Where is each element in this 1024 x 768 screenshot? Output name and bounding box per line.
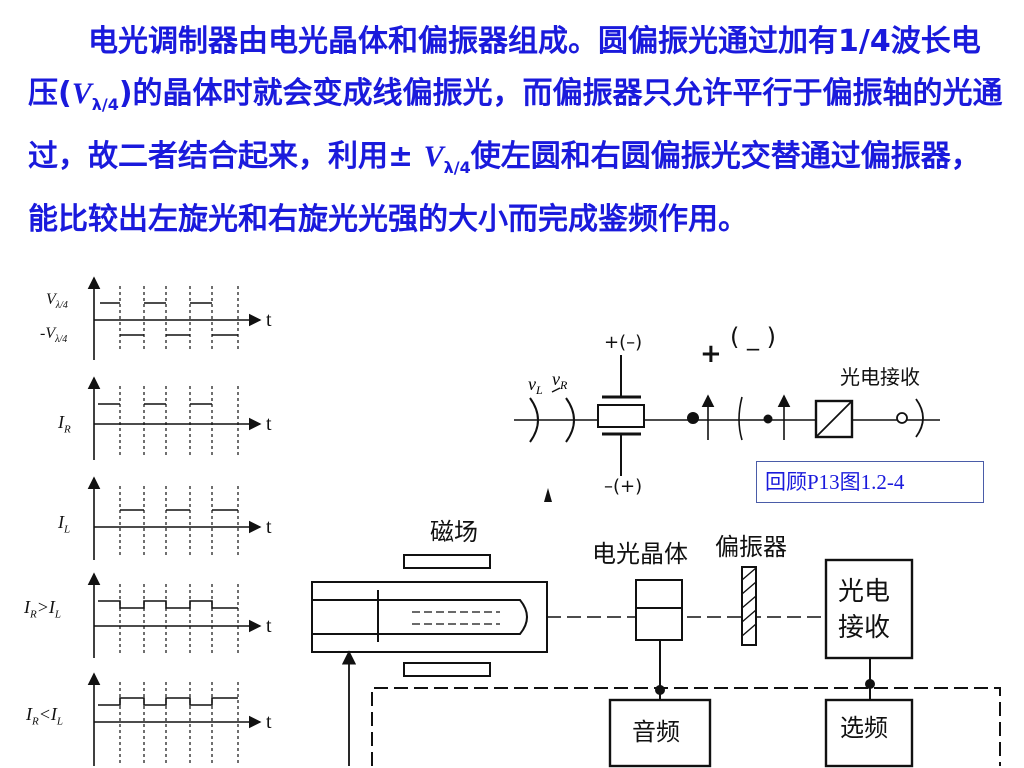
wave1-signal (100, 302, 238, 336)
reference-box: 回顾P13图1.2-4 (756, 461, 984, 503)
waveform-il (87, 476, 262, 560)
label-top-sign: +(–) (604, 332, 642, 353)
label-receiver-1: 光电 (838, 577, 890, 607)
audio-box (608, 698, 712, 768)
laser-tube-outer (311, 581, 548, 653)
wavefront-right (565, 397, 575, 443)
t-label-5: t (266, 711, 272, 733)
waveform-voltage (87, 276, 262, 360)
label-receiver-top: 光电接收 (840, 365, 920, 389)
schematic-top (514, 355, 940, 502)
wave4-signal (98, 600, 238, 609)
label-ir-lt-il: IR<IL (26, 704, 64, 728)
t-label-1: t (266, 309, 272, 331)
label-v-pos: Vλ/4 (46, 291, 68, 312)
para-v1-sub: λ/4 (91, 95, 119, 114)
label-polarizer: 偏振器 (715, 533, 787, 561)
label-receiver-2: 接收 (838, 613, 890, 643)
label-ir: IR (58, 412, 71, 436)
waveform-ir (87, 376, 262, 460)
label-crystal: 电光晶体 (592, 540, 688, 568)
eo-crystal-box (635, 579, 683, 641)
select-freq-box (824, 698, 914, 768)
laser-tube-inner (312, 599, 528, 635)
t-label-2: t (266, 413, 272, 435)
feedback-loop-dashed (371, 687, 1001, 766)
label-v-neg: -Vλ/4 (40, 325, 68, 346)
para-v1: V (71, 77, 92, 110)
para-s4: 使左圆和右圆偏振光交替通过偏振器，能比较出左旋光和右旋光光强的大小而完成鉴频作用… (28, 139, 981, 237)
detector-box (824, 558, 914, 660)
para-v2: V (423, 140, 444, 173)
para-s3: )的晶体时就会变成线偏振光，而偏振器只允许平行于偏振轴的光通过，故二者结合起来，… (28, 76, 1003, 174)
polarizer-plate (741, 566, 757, 646)
label-il: IL (58, 512, 71, 536)
para-s2: 波长电压( (28, 24, 981, 111)
label-select: 选频 (840, 714, 888, 742)
label-plus: + (700, 339, 722, 369)
description-paragraph: 电光调制器由电光晶体和偏振器组成。圆偏振光通过加有1/4波长电压(Vλ/4)的晶… (28, 16, 1003, 246)
schematic-bottom (311, 554, 1001, 768)
label-ir-gt-il: IR>IL (24, 597, 62, 621)
t-label-3: t (266, 516, 272, 538)
magnet-top (403, 554, 491, 569)
para-s1: 电光调制器由电光晶体和偏振器组成。圆偏振光通过加有 (88, 24, 838, 59)
wave1-gridlines (119, 286, 239, 352)
wave5-signal (98, 697, 238, 706)
magnet-bottom (403, 662, 491, 677)
detector-dot (896, 412, 908, 424)
crystal-box-top (597, 404, 645, 428)
label-paren: ( _ ) (730, 323, 776, 351)
label-nu-r: νR (552, 369, 568, 392)
para-frac: 1/4 (838, 24, 891, 59)
label-magnetic: 磁场 (430, 518, 478, 546)
waveform-ir-lt-il (87, 672, 262, 766)
label-audio: 音频 (632, 718, 680, 746)
label-nu-l: νL (528, 374, 543, 397)
linear-pol-dot (687, 412, 699, 424)
label-bottom-sign: –(+) (604, 476, 642, 497)
t-label-4: t (266, 615, 272, 637)
waveform-ir-gt-il (87, 572, 262, 658)
para-v2-sub: λ/4 (443, 158, 471, 177)
wavefront-left (529, 397, 539, 443)
